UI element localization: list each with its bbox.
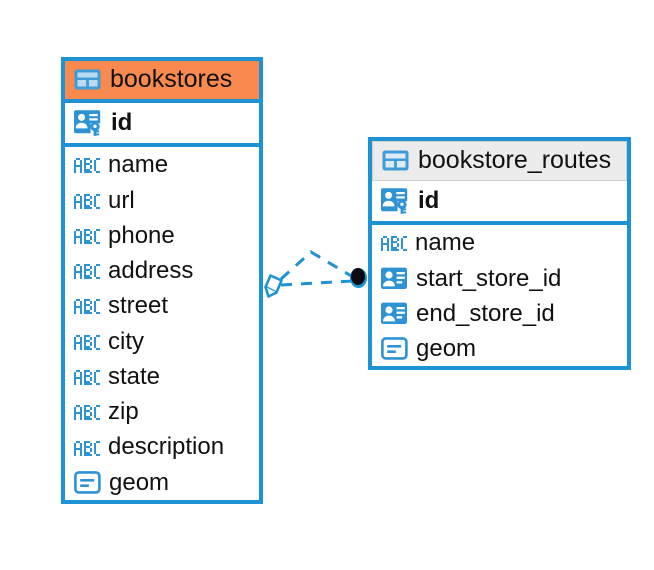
- field-row[interactable]: state: [65, 359, 259, 394]
- abc-text-icon: [381, 234, 407, 252]
- abc-text-icon: [74, 297, 100, 315]
- field-name: geom: [109, 468, 170, 496]
- geometry-icon: [74, 470, 101, 494]
- field-row-primary-key[interactable]: id: [65, 103, 259, 143]
- entity-header-bookstores[interactable]: bookstores: [65, 61, 259, 99]
- field-name: end_store_id: [416, 299, 555, 327]
- field-name: start_store_id: [416, 264, 562, 292]
- field-list: name url phone address street city state zip des…: [65, 147, 259, 500]
- abc-text-icon: [74, 439, 100, 456]
- field-name: state: [108, 362, 161, 390]
- abc-text-icon: [74, 333, 100, 350]
- abc-text-icon: [74, 227, 100, 244]
- primary-key-icon: [381, 187, 410, 214]
- filled-circle-marker: [350, 268, 367, 288]
- abc-text-icon: [74, 262, 100, 280]
- field-name: id: [418, 187, 440, 214]
- entity-table-bookstore-routes[interactable]: bookstore_routes: [368, 137, 631, 371]
- field-row[interactable]: end_store_id: [372, 296, 627, 331]
- diamond-marker: [264, 274, 283, 298]
- primary-key-icon: [74, 109, 103, 136]
- field-row[interactable]: phone: [65, 218, 259, 253]
- field-row[interactable]: url: [65, 183, 259, 218]
- foreign-key-icon: [381, 302, 408, 325]
- field-name: zip: [108, 398, 139, 426]
- field-row[interactable]: geom: [372, 331, 627, 366]
- field-row[interactable]: street: [65, 288, 259, 323]
- relationship-line-upper: [279, 250, 354, 281]
- field-name: address: [108, 257, 194, 285]
- geometry-icon: [381, 337, 408, 360]
- entity-table-bookstores[interactable]: bookstores: [61, 57, 263, 504]
- table-icon: [74, 69, 101, 90]
- abc-text-icon: [74, 156, 100, 174]
- field-name: id: [111, 109, 133, 136]
- field-name: url: [108, 186, 135, 214]
- entity-header-bookstore-routes[interactable]: bookstore_routes: [372, 141, 627, 181]
- field-row[interactable]: name: [65, 147, 259, 182]
- abc-text-icon: [74, 192, 100, 209]
- field-row[interactable]: zip: [65, 394, 259, 429]
- field-name: street: [108, 292, 169, 320]
- field-row[interactable]: city: [65, 324, 259, 359]
- field-name: description: [108, 433, 225, 461]
- field-row[interactable]: name: [372, 225, 627, 260]
- relationship-line-lower: [280, 279, 354, 287]
- abc-text-icon: [74, 403, 100, 421]
- field-row[interactable]: start_store_id: [372, 261, 627, 296]
- primary-key-section: id: [65, 99, 259, 148]
- field-name: geom: [416, 335, 477, 363]
- field-name: name: [415, 229, 476, 257]
- entity-title: bookstore_routes: [418, 146, 612, 174]
- abc-text-icon: [74, 368, 100, 385]
- field-row[interactable]: address: [65, 253, 259, 288]
- field-name: name: [108, 151, 169, 179]
- field-name: city: [108, 327, 144, 355]
- table-icon: [382, 150, 409, 171]
- field-row-primary-key[interactable]: id: [372, 181, 627, 221]
- field-row[interactable]: geom: [65, 465, 259, 500]
- field-row[interactable]: description: [65, 429, 259, 464]
- foreign-key-icon: [381, 267, 408, 290]
- entity-title: bookstores: [110, 65, 233, 93]
- primary-key-section: id: [372, 181, 627, 226]
- field-name: phone: [108, 221, 175, 249]
